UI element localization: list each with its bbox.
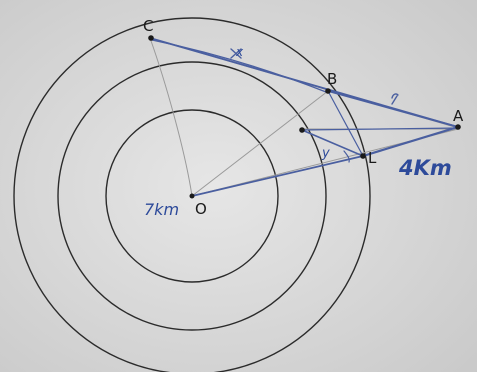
label-o: O (195, 200, 207, 218)
distance-annotation: 4Km (398, 156, 452, 180)
label-b: B (327, 70, 337, 88)
pen-line-b-a (327, 90, 459, 128)
label-a: A (453, 107, 464, 125)
pen-line-p-a (301, 127, 459, 131)
point-o (189, 193, 195, 199)
inner-circle (105, 109, 279, 283)
angle-annotation: y (321, 146, 330, 161)
y-mark (391, 93, 399, 105)
pencil-arc-oc (149, 37, 193, 197)
radius-annotation: 7km (144, 200, 179, 219)
point-b (325, 88, 331, 94)
pen-line-l-a (361, 125, 460, 158)
pen-line-b-l (327, 90, 364, 157)
pen-line-p-l (301, 129, 364, 157)
x-mark (230, 48, 242, 59)
point-a (455, 124, 461, 130)
side-annotation: x (235, 45, 244, 59)
label-c: C (143, 17, 153, 35)
label-l: L (368, 149, 377, 167)
point-p (299, 127, 305, 133)
pen-line-o-l (191, 155, 364, 197)
point-c (148, 35, 154, 41)
point-l (360, 153, 366, 159)
angle-arc-l (343, 150, 350, 163)
pen-line-c-b-double (151, 39, 327, 93)
pencil-line-ob (191, 90, 329, 197)
outer-circle (13, 17, 371, 372)
middle-circle (57, 61, 327, 331)
